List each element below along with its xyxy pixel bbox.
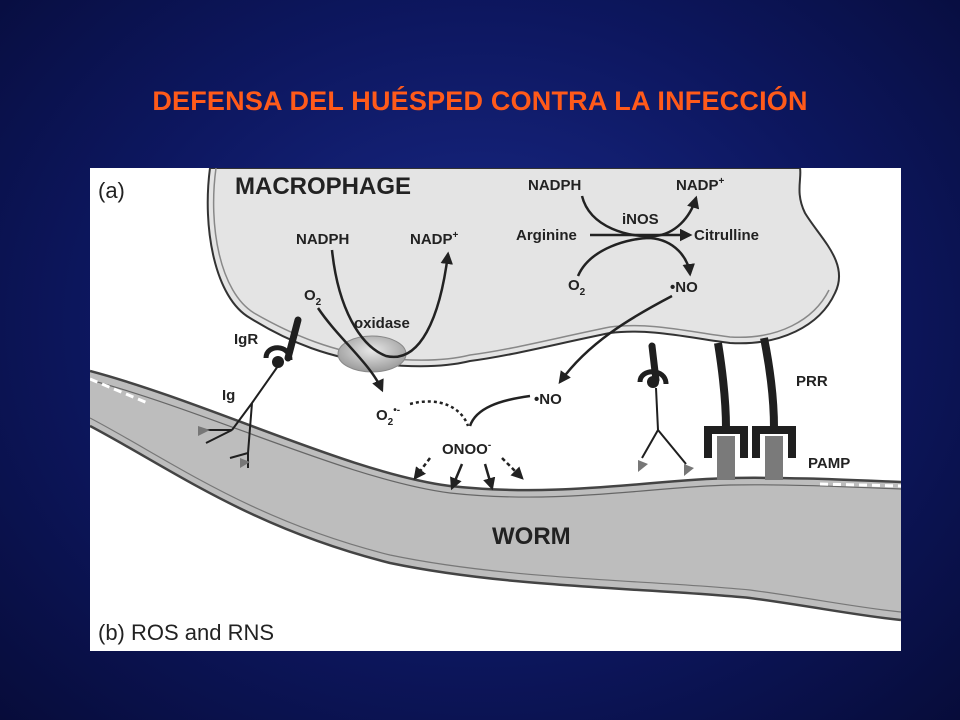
macrophage-membrane-inner bbox=[212, 168, 830, 361]
citrulline-label: Citrulline bbox=[694, 227, 759, 244]
igr-right-cup bbox=[637, 369, 669, 385]
prr-label: PRR bbox=[796, 373, 828, 390]
pamp-label: PAMP bbox=[808, 455, 850, 472]
worm-bottom-line bbox=[90, 424, 901, 622]
nadph-oxidase-arrow bbox=[330, 249, 453, 359]
prr-2-stalk bbox=[760, 337, 778, 429]
antigen-2 bbox=[240, 458, 250, 468]
macrophage-label: MACROPHAGE bbox=[235, 173, 411, 200]
macrophage-cell bbox=[206, 168, 841, 368]
prr-1-stalk bbox=[714, 342, 730, 429]
o2-to-no-arrow bbox=[576, 236, 695, 277]
worm-dash-left-2 bbox=[90, 430, 141, 460]
onoo-attack-1 bbox=[413, 457, 431, 480]
worm-dash-right bbox=[819, 482, 901, 488]
arginine-label: Arginine bbox=[516, 227, 577, 244]
no-merge bbox=[468, 394, 531, 427]
o2-to-superoxide-arrow bbox=[316, 307, 384, 393]
worm-dash-left bbox=[90, 377, 151, 406]
antigen-1 bbox=[198, 426, 210, 436]
antigen-3 bbox=[638, 460, 648, 472]
inos-label: iNOS bbox=[622, 211, 659, 228]
onoo-label: ONOO- bbox=[442, 440, 491, 458]
igr-right-stalk bbox=[648, 342, 660, 384]
igr-bound-ig bbox=[272, 356, 284, 368]
nadph-right-label: NADPH bbox=[528, 177, 581, 194]
panel-a-label: (a) bbox=[98, 178, 125, 203]
nadph-left-label: NADPH bbox=[296, 231, 349, 248]
igr-cup bbox=[263, 345, 293, 361]
worm-label: WORM bbox=[492, 523, 571, 550]
pamp-2 bbox=[765, 436, 783, 480]
igr-right-bound-ig bbox=[647, 376, 659, 388]
prr-2-head bbox=[752, 426, 796, 458]
no-mid-label: •NO bbox=[534, 391, 562, 408]
ig-antibody bbox=[205, 365, 279, 468]
no-export-arrow bbox=[558, 294, 673, 385]
o2-left-label: O2 bbox=[304, 287, 322, 308]
ig-label: Ig bbox=[222, 387, 235, 404]
onoo-attack-4 bbox=[501, 457, 524, 480]
superoxide-label: O2•- bbox=[376, 405, 400, 428]
oxidase-label: oxidase bbox=[354, 315, 410, 332]
o2-right-label: O2 bbox=[568, 277, 586, 298]
igr-label: IgR bbox=[234, 331, 258, 348]
antigen-4 bbox=[684, 464, 694, 476]
prr-1-head bbox=[704, 426, 748, 458]
nadp-right-label: NADP+ bbox=[676, 176, 725, 194]
slide-title: DEFENSA DEL HUÉSPED CONTRA LA INFECCIÓN bbox=[152, 86, 808, 116]
worm-bottom-line-inner bbox=[90, 417, 901, 613]
onoo-attack-3 bbox=[483, 463, 496, 491]
panel-b-label: (b) ROS and RNS bbox=[98, 620, 274, 645]
pamp-1 bbox=[717, 436, 735, 480]
diagram-canvas: (a) MACROPHAGE NADPH NADP+ O2 oxidase NA… bbox=[90, 168, 901, 651]
host-defense-diagram: (a) MACROPHAGE NADPH NADP+ O2 oxidase NA… bbox=[90, 168, 901, 651]
ig-right-antibody bbox=[641, 387, 687, 465]
worm-dash-right-2 bbox=[829, 618, 901, 626]
no-top-label: •NO bbox=[670, 279, 698, 296]
nadp-left-label: NADP+ bbox=[410, 230, 459, 248]
oxidase-enzyme bbox=[337, 335, 407, 373]
superoxide-merge bbox=[409, 400, 470, 427]
worm-top-edge bbox=[90, 369, 901, 492]
onoo-attack-2 bbox=[450, 463, 464, 491]
